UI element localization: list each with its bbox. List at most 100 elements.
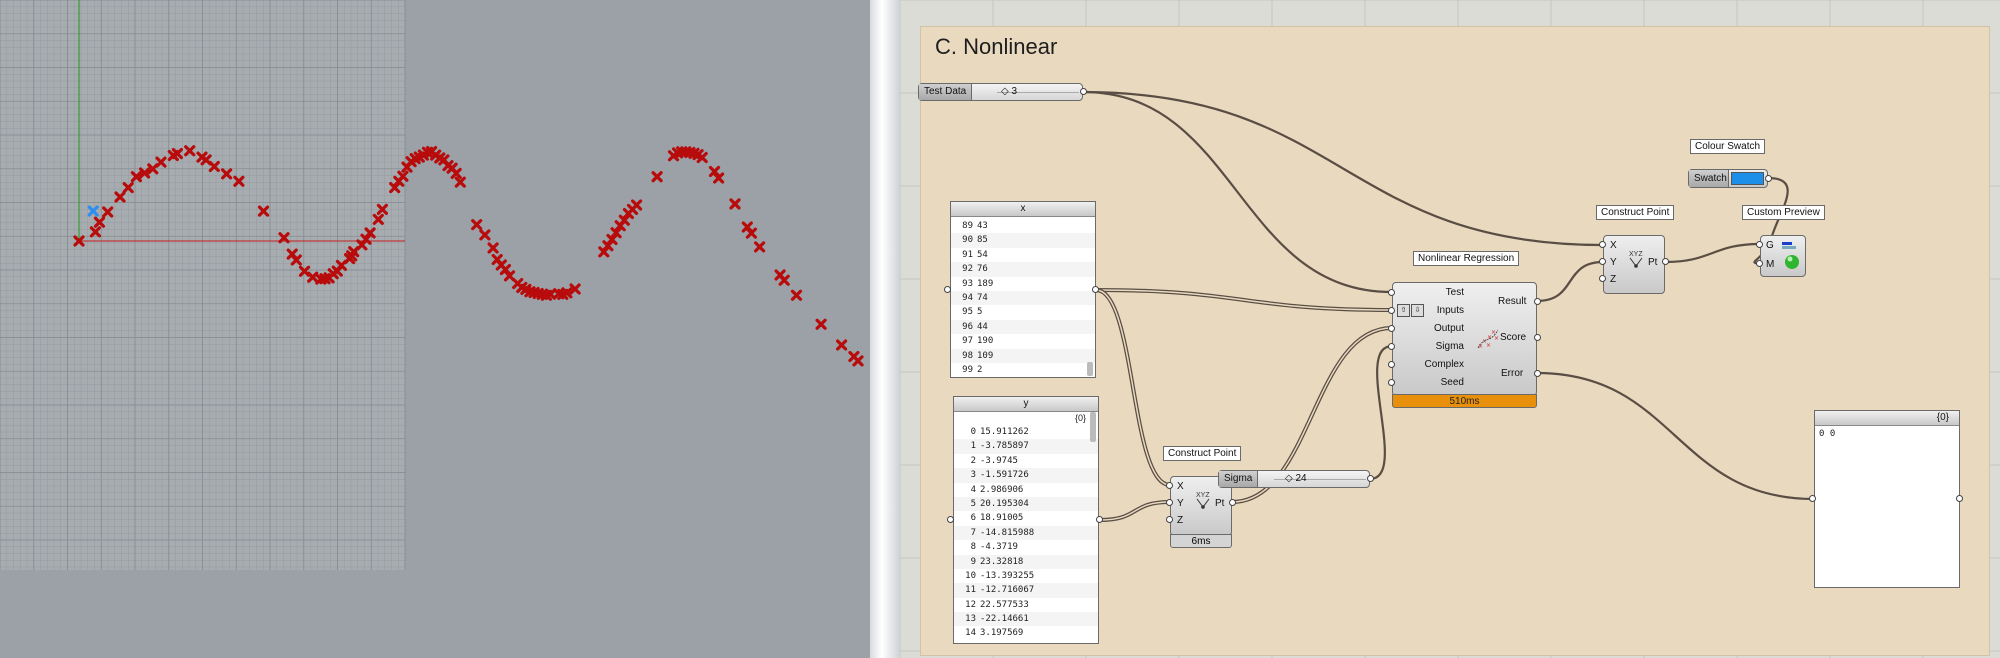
cp2-pt-grip[interactable] — [1229, 499, 1236, 506]
test-data-slider[interactable]: Test Data ◇ 3 — [918, 83, 1083, 101]
test-data-value[interactable]: ◇ 3 — [1001, 86, 1018, 97]
point-marker[interactable] — [257, 205, 270, 217]
wire-test-to-reg-test[interactable] — [1082, 90, 1393, 294]
sigma-slider[interactable]: Sigma ◇ 24 — [1218, 470, 1370, 488]
point-marker[interactable] — [852, 355, 864, 367]
reg-output-grip[interactable] — [1388, 325, 1395, 332]
cp1-pt-grip[interactable] — [1662, 258, 1669, 265]
panel-divider[interactable] — [870, 0, 900, 658]
point-marker[interactable] — [114, 191, 126, 203]
cp2-z-grip[interactable] — [1166, 516, 1173, 523]
reg-seed-grip[interactable] — [1388, 379, 1395, 386]
point-marker[interactable] — [815, 318, 827, 330]
point-marker[interactable] — [471, 219, 483, 231]
cp1-x-grip[interactable] — [1599, 241, 1606, 248]
point-marker[interactable] — [73, 235, 85, 247]
selected-point-marker[interactable] — [87, 205, 99, 217]
point-marker[interactable] — [708, 165, 721, 178]
point-marker[interactable] — [307, 271, 319, 283]
panel-y-input-grip[interactable] — [947, 516, 954, 523]
reg-complex-grip[interactable] — [1388, 361, 1395, 368]
wire-test-to-cp1x[interactable] — [1082, 90, 1604, 247]
point-marker[interactable] — [454, 176, 466, 188]
point-marker[interactable] — [651, 171, 663, 183]
reg-sigma-grip[interactable] — [1388, 343, 1395, 350]
sigma-output-grip[interactable] — [1367, 475, 1374, 482]
point-marker[interactable] — [122, 181, 134, 194]
colour-swatch[interactable]: Swatch — [1688, 169, 1768, 188]
point-marker[interactable] — [221, 168, 233, 180]
point-marker[interactable] — [836, 339, 848, 351]
point-marker[interactable] — [290, 254, 302, 266]
reg-error-grip[interactable] — [1534, 370, 1541, 377]
point-marker[interactable] — [184, 145, 196, 157]
point-marker[interactable] — [479, 229, 491, 241]
panel-x-output-grip[interactable] — [1092, 286, 1099, 293]
point-marker[interactable] — [745, 227, 757, 239]
panel-out-output-grip[interactable] — [1956, 495, 1963, 502]
point-marker[interactable] — [618, 214, 630, 226]
point-marker[interactable] — [778, 274, 790, 286]
swatch-color-box[interactable] — [1731, 172, 1764, 185]
point-marker[interactable] — [790, 289, 803, 301]
point-marker[interactable] — [130, 171, 142, 183]
point-marker[interactable] — [171, 147, 183, 160]
panel-y-output-grip[interactable] — [1096, 516, 1103, 523]
reg-test-grip[interactable] — [1388, 289, 1395, 296]
cp1-z-grip[interactable] — [1599, 275, 1606, 282]
wire-result-to-cp1y[interactable] — [1536, 260, 1604, 303]
point-marker[interactable] — [569, 283, 581, 295]
wire-cp1-to-preview-g[interactable] — [1664, 242, 1761, 264]
cp2-y-grip[interactable] — [1166, 499, 1173, 506]
cp2-x-grip[interactable] — [1166, 482, 1173, 489]
swatch-output-grip[interactable] — [1765, 175, 1772, 182]
point-marker[interactable] — [278, 232, 290, 244]
point-marker[interactable] — [155, 156, 167, 168]
wire-error-to-panel[interactable] — [1536, 371, 1815, 501]
test-data-output-grip[interactable] — [1080, 88, 1087, 95]
point-marker[interactable] — [503, 270, 516, 282]
point-marker[interactable] — [376, 203, 388, 215]
point-marker[interactable] — [102, 206, 114, 218]
nonlinear-regression[interactable]: Test Inputs Output Sigma Complex Seed Re… — [1392, 282, 1537, 396]
point-marker[interactable] — [729, 198, 741, 210]
panel-error-output[interactable]: {0} 0 0 — [1814, 410, 1960, 588]
point-marker[interactable] — [208, 160, 220, 173]
preview-m-grip[interactable] — [1756, 260, 1763, 267]
point-marker[interactable] — [606, 233, 618, 246]
point-marker[interactable] — [561, 287, 573, 299]
point-marker[interactable] — [754, 241, 766, 253]
point-marker[interactable] — [544, 288, 557, 300]
wire-swatch-to-preview-m[interactable] — [1753, 176, 1789, 266]
point-marker[interactable] — [93, 216, 106, 228]
point-marker[interactable] — [631, 199, 643, 211]
point-marker[interactable] — [298, 265, 311, 277]
construct-point-top[interactable]: X Y Z Pt XYZ — [1603, 235, 1665, 294]
point-marker[interactable] — [487, 242, 499, 254]
reg-result-grip[interactable] — [1534, 298, 1541, 305]
point-marker[interactable] — [364, 227, 376, 239]
point-marker[interactable] — [713, 172, 725, 184]
point-marker[interactable] — [372, 213, 384, 226]
point-marker[interactable] — [89, 226, 101, 238]
reg-score-grip[interactable] — [1534, 334, 1541, 341]
point-marker[interactable] — [610, 227, 622, 239]
rhino-viewport[interactable] — [0, 0, 870, 658]
sigma-slider-track[interactable] — [1274, 479, 1366, 480]
slider-track[interactable] — [997, 92, 1079, 93]
panel-x-input-grip[interactable] — [944, 286, 951, 293]
point-marker[interactable] — [139, 167, 151, 179]
point-marker[interactable] — [696, 151, 708, 164]
panel-y-scrollbar[interactable] — [1090, 412, 1096, 442]
point-marker[interactable] — [450, 167, 462, 180]
wire-sigma-to-reg[interactable] — [1369, 344, 1393, 481]
custom-preview[interactable]: G M — [1760, 235, 1806, 277]
point-marker[interactable] — [397, 170, 409, 182]
cp1-y-grip[interactable] — [1599, 258, 1606, 265]
panel-out-input-grip[interactable] — [1809, 495, 1816, 502]
point-marker[interactable] — [233, 175, 245, 187]
reg-inputs-grip[interactable] — [1388, 307, 1395, 314]
